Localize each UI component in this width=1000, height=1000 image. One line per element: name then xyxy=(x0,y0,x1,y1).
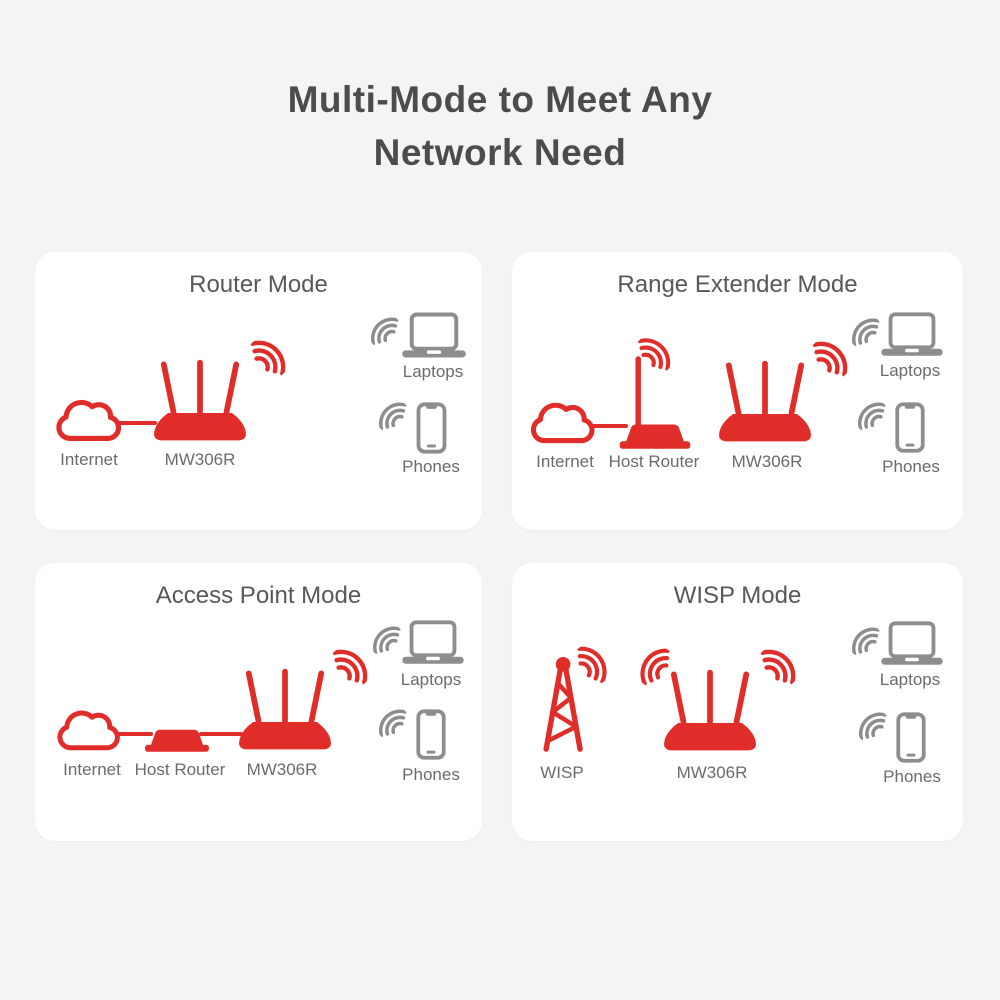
router-mw306r-icon xyxy=(657,661,763,755)
wifi-waves-icon xyxy=(851,705,893,747)
wifi-waves-icon xyxy=(850,395,892,437)
laptop-icon xyxy=(878,621,946,667)
host-router-label: Host Router xyxy=(134,760,226,779)
laptops-label: Laptops xyxy=(879,361,941,380)
internet-cloud-icon xyxy=(50,703,124,757)
page-title: Multi-Mode to Meet Any Network Need xyxy=(0,0,1000,179)
internet-label: Internet xyxy=(63,760,121,779)
phones-label: Phones xyxy=(882,457,940,476)
phone-icon xyxy=(416,402,447,454)
phones-label: Phones xyxy=(402,765,460,784)
panel-router-mode: Router Mode Internet MW306R Laptops Phon… xyxy=(35,252,482,530)
laptops-label: Laptops xyxy=(879,670,941,689)
internet-cloud-icon xyxy=(523,395,599,450)
laptop-icon xyxy=(878,312,946,358)
host-router-icon xyxy=(139,713,215,754)
wifi-waves-icon xyxy=(371,395,413,437)
mode-panels-grid: Router Mode Internet MW306R Laptops Phon… xyxy=(35,252,963,841)
page-title-line1: Multi-Mode to Meet Any xyxy=(287,79,713,120)
wisp-label: WISP xyxy=(540,763,584,782)
router-mw306r-icon xyxy=(147,351,253,445)
router-mw306r-icon xyxy=(712,352,818,446)
connection-line xyxy=(588,424,628,428)
phones-label: Phones xyxy=(402,457,460,476)
wifi-waves-icon xyxy=(371,702,413,744)
mw306r-label: MW306R xyxy=(246,760,318,779)
connection-line xyxy=(199,732,243,736)
laptop-icon xyxy=(399,312,469,360)
router-mw306r-icon xyxy=(232,660,338,754)
panel-title: Range Extender Mode xyxy=(617,271,858,298)
connection-line xyxy=(111,732,153,736)
laptop-icon xyxy=(399,620,467,666)
mw306r-label: MW306R xyxy=(676,763,748,782)
panel-title: Router Mode xyxy=(189,271,328,298)
panel-title: Access Point Mode xyxy=(155,582,362,609)
mw306r-label: MW306R xyxy=(731,452,803,471)
panel-wisp-mode: WISP Mode WISP MW306R Laptops Phones xyxy=(512,563,963,841)
host-router-label: Host Router xyxy=(608,452,700,471)
phones-label: Phones xyxy=(883,767,941,786)
internet-cloud-icon xyxy=(48,392,126,448)
panel-title: WISP Mode xyxy=(673,582,802,609)
internet-label: Internet xyxy=(60,450,118,469)
phone-icon xyxy=(896,712,926,763)
mw306r-label: MW306R xyxy=(164,450,236,469)
page-title-line2: Network Need xyxy=(373,132,627,173)
phone-icon xyxy=(895,402,925,453)
laptops-label: Laptops xyxy=(402,362,464,381)
panel-range-extender-mode: Range Extender Mode Internet Host Router… xyxy=(512,252,963,530)
laptops-label: Laptops xyxy=(400,670,462,689)
connection-line xyxy=(115,421,157,425)
panel-access-point-mode: Access Point Mode Internet Host Router M… xyxy=(35,563,482,841)
internet-label: Internet xyxy=(536,452,594,471)
phone-icon xyxy=(416,709,446,760)
